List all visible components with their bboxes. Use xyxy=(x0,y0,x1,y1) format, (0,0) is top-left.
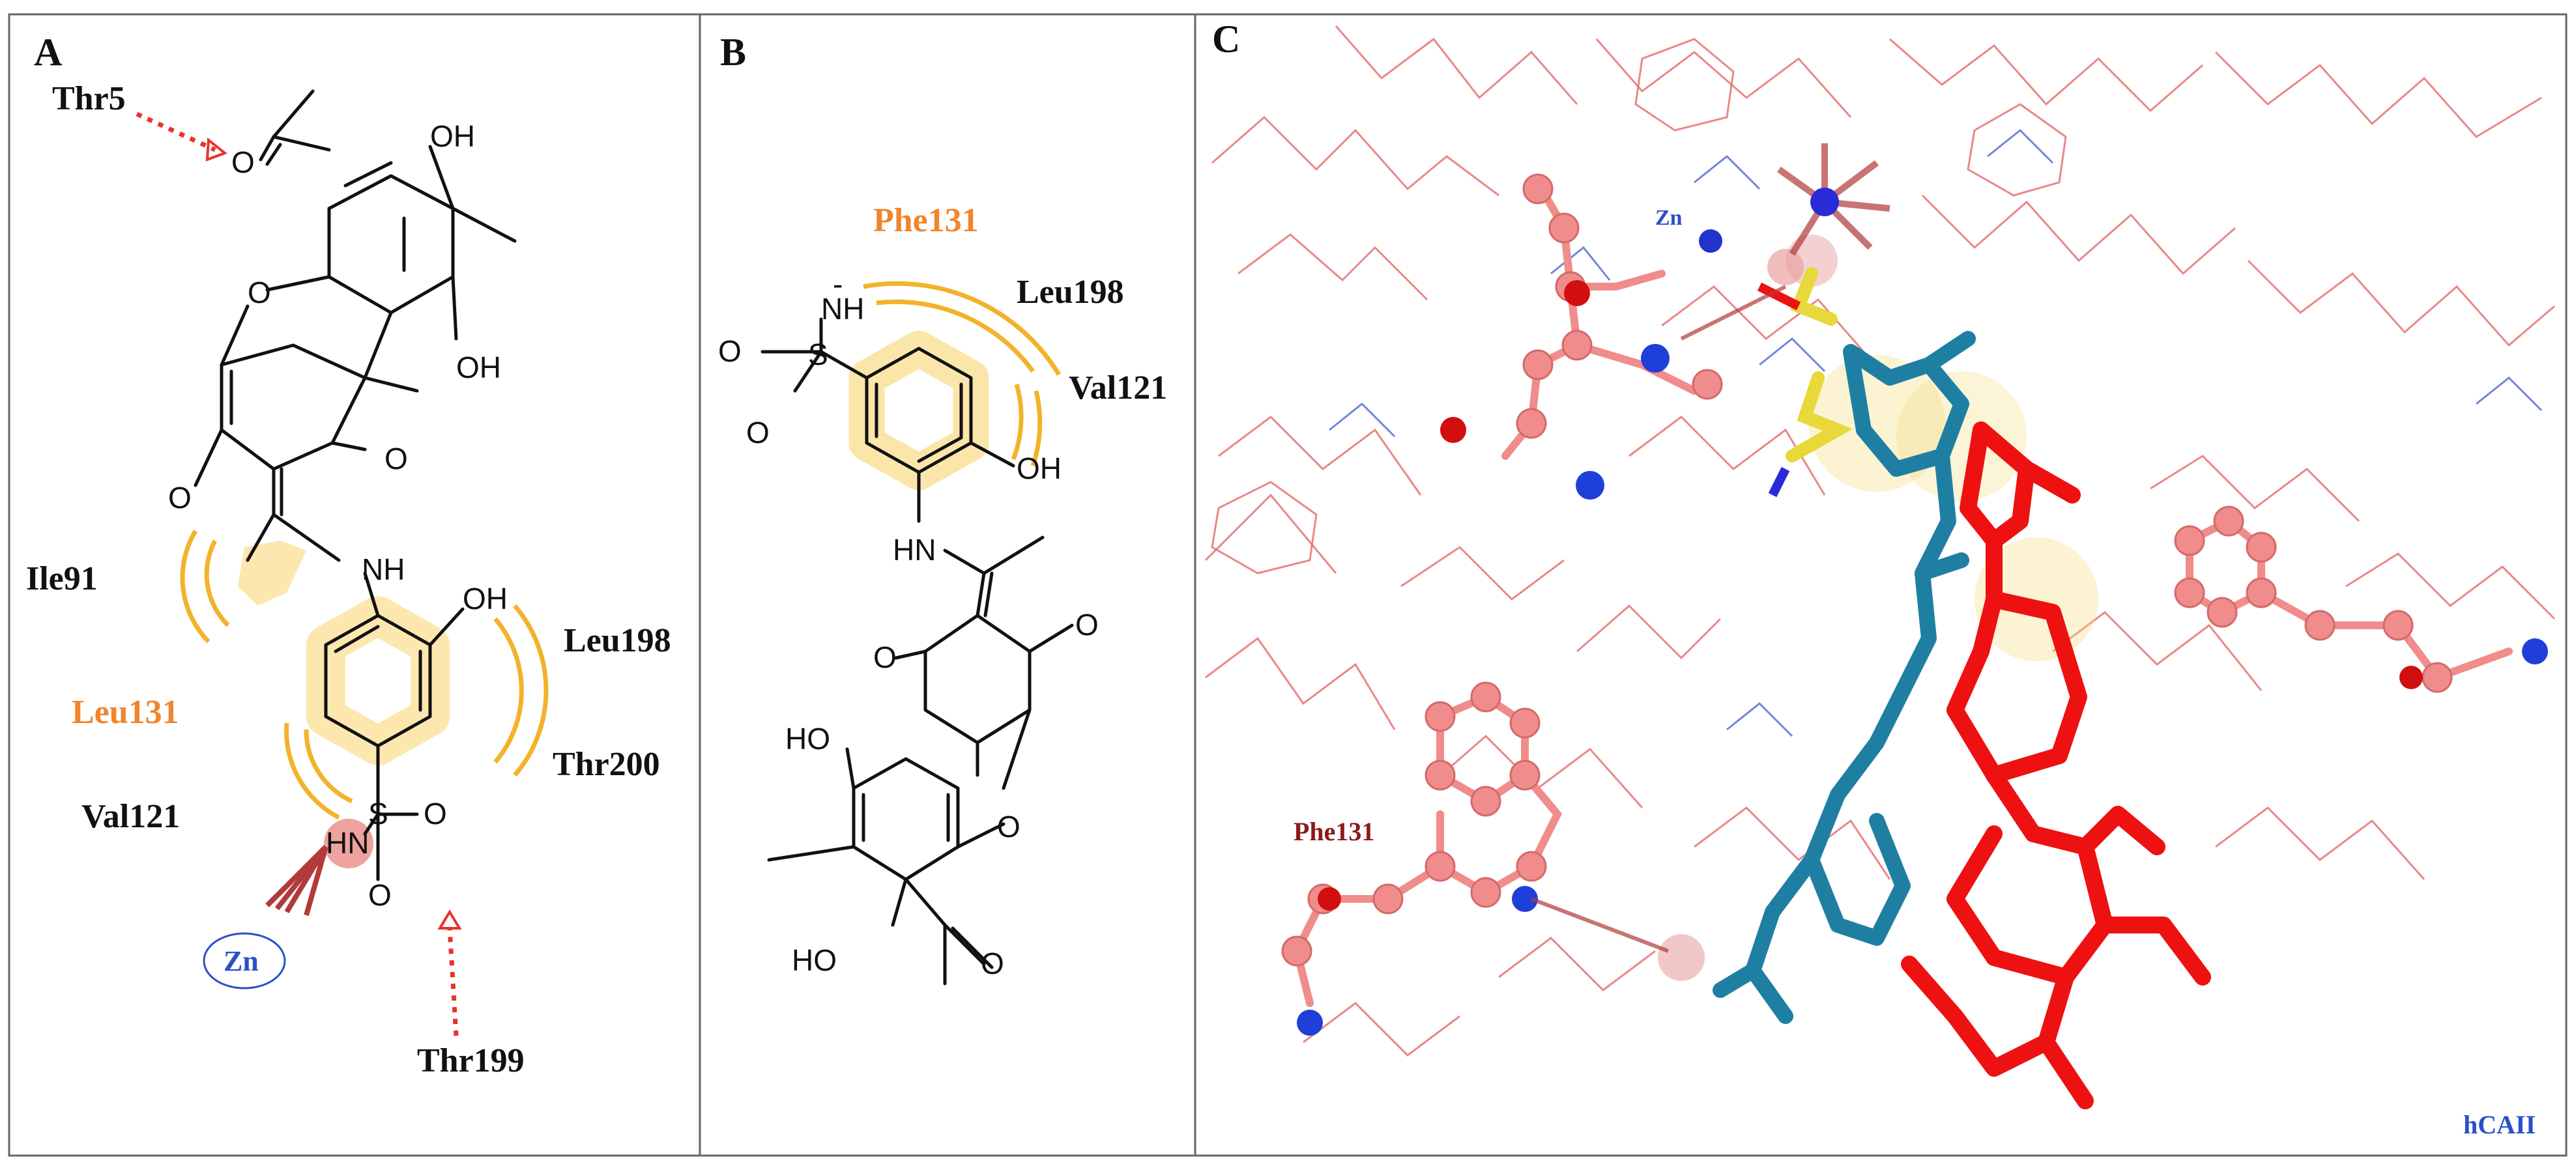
enzyme-label: hCAII xyxy=(2463,1110,2536,1139)
residue-label: Leu131 xyxy=(72,694,179,731)
residue-label: Thr200 xyxy=(553,746,660,783)
panel-c-frame xyxy=(1194,13,2568,1157)
ligand-red xyxy=(1901,421,2211,1109)
panel-c: Zn Phe131 hCAII xyxy=(1204,25,2556,1139)
protein-ball-stick xyxy=(1281,173,2548,1036)
atom-o: O xyxy=(424,797,447,831)
atom-s: S xyxy=(368,797,388,831)
atom-oh: OH xyxy=(430,119,475,153)
panel-c-hbonds xyxy=(1530,285,1787,953)
residue-label: Val121 xyxy=(81,798,180,835)
panel-b-label: B xyxy=(720,31,746,74)
atom-ho: HO xyxy=(792,943,837,977)
atom-o: O xyxy=(997,810,1020,844)
atom-oh: OH xyxy=(1017,451,1062,485)
panel-a-highlights xyxy=(238,541,450,868)
atom-nh: NH xyxy=(821,292,864,326)
residue-label: Ile91 xyxy=(26,560,98,597)
panel-a-label: A xyxy=(34,31,62,74)
zn-label: Zn xyxy=(224,945,259,977)
atom-o: O xyxy=(981,946,1004,980)
protein-wireframe xyxy=(1204,25,2556,1057)
atom-minus: - xyxy=(833,267,843,301)
atom-o: O xyxy=(248,276,271,309)
atom-hn: HN xyxy=(326,826,369,860)
panel-a-atoms: OH OH O O O O NH OH HN S O O xyxy=(168,119,508,912)
residue-label: Leu198 xyxy=(1017,274,1124,311)
atom-hn: HN xyxy=(893,533,936,567)
phe131-label: Phe131 xyxy=(1294,817,1374,846)
atom-o: O xyxy=(384,442,408,476)
atom-ho: HO xyxy=(785,722,830,756)
panel-b-arcs xyxy=(863,281,1061,467)
residue-label: Thr199 xyxy=(417,1042,525,1079)
residue-label: Thr5 xyxy=(52,80,126,117)
atom-o: O xyxy=(1075,608,1099,642)
residue-label: Leu198 xyxy=(564,622,671,659)
panel-b-skeleton xyxy=(760,317,1074,986)
panel-b-residues: Phe131 Leu198 Val121 xyxy=(873,202,1167,406)
atom-nh: NH xyxy=(362,552,405,586)
residue-label: Phe131 xyxy=(873,202,979,239)
zn-coordination xyxy=(1777,143,1890,256)
panel-b: - NH O S O OH HN O O HO O HO O Phe131 Le… xyxy=(718,202,1167,986)
sulfonamide-yellow xyxy=(1757,267,1853,498)
panel-c-label: C xyxy=(1212,18,1240,61)
atom-o: O xyxy=(718,334,742,368)
zn-ion-marker xyxy=(203,932,286,989)
zn-ion xyxy=(1699,229,1722,253)
atom-oh: OH xyxy=(456,350,501,384)
panel-b-atoms: - NH O S O OH HN O O HO O HO O xyxy=(718,267,1099,980)
panel-a-skeleton xyxy=(194,89,517,917)
zn-label: Zn xyxy=(1655,206,1683,230)
atom-s: S xyxy=(808,337,828,371)
panel-b-frame xyxy=(699,13,1196,1157)
atom-oh: OH xyxy=(463,582,508,616)
atom-o: O xyxy=(873,640,897,674)
ligand-teal xyxy=(1713,331,1976,1024)
atom-o: O xyxy=(368,878,392,912)
residue-label: Val121 xyxy=(1069,369,1167,406)
panel-a-residues: Thr5 Ile91 Leu131 Leu198 Thr200 Val121 T… xyxy=(26,80,671,1079)
atom-o: O xyxy=(168,481,192,515)
pharmacophore-spheres xyxy=(1658,235,2098,981)
panel-a-arcs xyxy=(180,530,549,820)
panel-a-frame xyxy=(8,13,701,1157)
atom-o: O xyxy=(231,145,255,179)
panel-a-hbonds xyxy=(136,111,462,1036)
atom-o: O xyxy=(746,416,770,449)
panel-a: OH OH O O O O NH OH HN S O O xyxy=(26,80,671,1079)
